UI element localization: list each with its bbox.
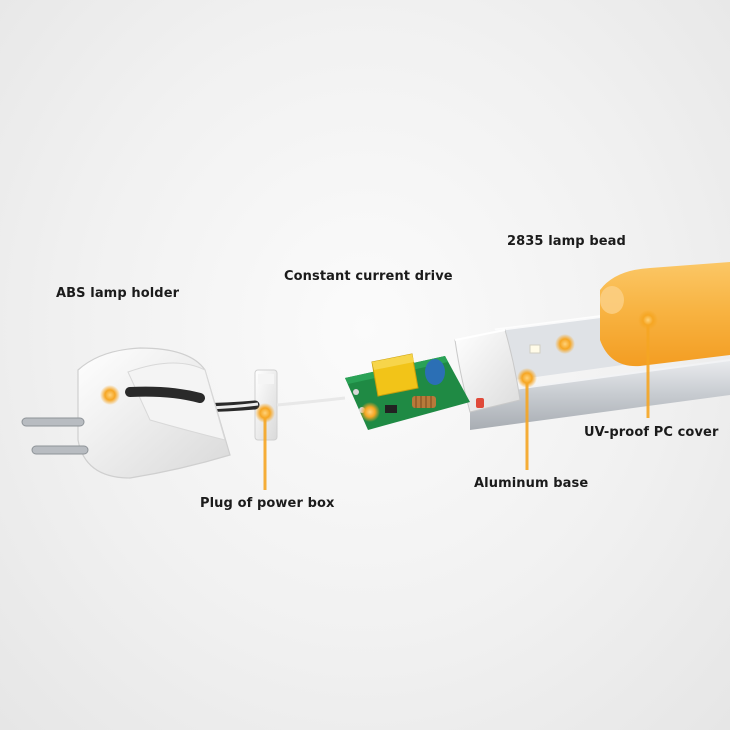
- leader-aluminum-base: [517, 368, 537, 470]
- leader-abs-holder: [100, 307, 120, 405]
- plug-prong: [31, 445, 89, 455]
- led-bead: [529, 344, 541, 354]
- inductor-component: [412, 396, 436, 408]
- label-lamp-bead: 2835 lamp bead: [507, 234, 626, 249]
- chip-component: [385, 405, 397, 413]
- abs-lamp-holder: [21, 347, 231, 479]
- end-cap-pin: [476, 398, 484, 408]
- leader-constant-drive: [360, 290, 380, 422]
- leader-lamp-bead: [555, 255, 575, 354]
- label-abs-lamp-holder: ABS lamp holder: [56, 286, 180, 301]
- label-uv-proof-cover: UV-proof PC cover: [584, 425, 719, 440]
- pc-cover: [600, 262, 730, 367]
- end-cap: [454, 329, 521, 413]
- plug-prong: [21, 417, 85, 427]
- capacitor-component: [425, 359, 445, 385]
- label-power-box-plug: Plug of power box: [200, 496, 335, 511]
- leader-power-plug: [255, 403, 275, 490]
- leader-uv-cover: [638, 310, 658, 418]
- label-constant-current-drive: Constant current drive: [284, 269, 453, 284]
- label-aluminum-base: Aluminum base: [474, 476, 589, 491]
